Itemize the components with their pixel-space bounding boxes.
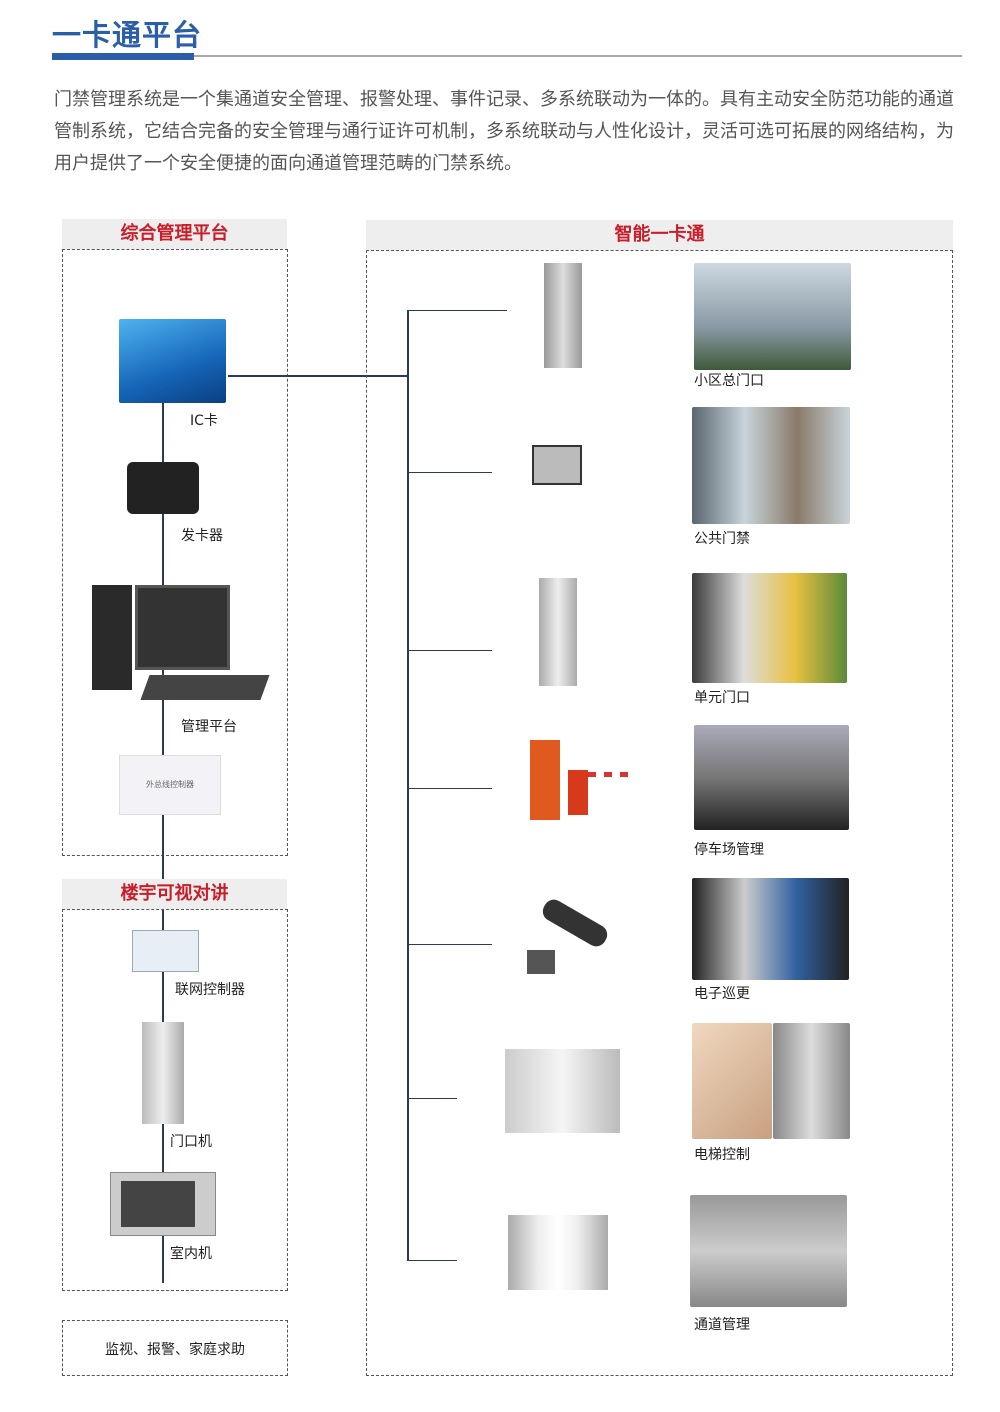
door-station-image: [142, 1022, 184, 1124]
elevator-hand-photo: [692, 1023, 772, 1139]
branch-line: [407, 944, 492, 945]
indoor-monitor-image: [110, 1172, 216, 1236]
elevator-panel-device: [505, 1049, 620, 1133]
bus-controller-image: 外总线控制器: [119, 755, 221, 815]
patrol-photo: [692, 878, 849, 980]
left-connector: [162, 403, 164, 1283]
branch-line: [407, 472, 492, 473]
parking-label: 停车场管理: [694, 842, 764, 858]
unit-door-label: 单元门口: [694, 690, 750, 706]
ic-card-image: [119, 319, 226, 403]
passage-photo: [690, 1195, 847, 1307]
gate-intercom-device: [544, 263, 582, 368]
page-title: 一卡通平台: [52, 18, 203, 52]
patrol-label: 电子巡更: [694, 986, 750, 1002]
barrier-gate-device: [568, 770, 588, 815]
branch-line: [407, 650, 492, 651]
ic-connector: [228, 375, 408, 377]
branch-line: [407, 1260, 457, 1261]
network-controller-image: [132, 930, 199, 972]
public-access-label: 公共门禁: [694, 531, 750, 547]
ic-card-label: IC卡: [190, 413, 218, 429]
parking-terminal-device: [530, 740, 560, 820]
platform-header: 综合管理平台: [62, 219, 287, 249]
bottom-box: [62, 1320, 288, 1376]
community-gate-photo: [694, 263, 851, 370]
smart-card-box: [366, 250, 953, 1376]
branch-line: [407, 1098, 457, 1099]
patrol-point-device: [527, 950, 555, 974]
intercom-box: [62, 909, 288, 1291]
elevator-label: 电梯控制: [694, 1147, 750, 1163]
intercom-header: 楼宇可视对讲: [62, 879, 287, 909]
title-underline: [52, 53, 194, 60]
door-station-label: 门口机: [170, 1134, 212, 1150]
community-gate-label: 小区总门口: [694, 373, 764, 389]
card-issuer-label: 发卡器: [181, 528, 223, 544]
card-issuer-image: [127, 462, 199, 514]
unit-door-photo: [692, 573, 847, 683]
network-controller-label: 联网控制器: [175, 982, 245, 998]
pc-tower-image: [92, 585, 132, 690]
keyboard-image: [140, 675, 270, 700]
monitor-image: [135, 585, 230, 670]
platform-box: [62, 249, 288, 856]
card-reader-device: [532, 445, 582, 485]
trunk-line: [407, 310, 409, 1261]
barrier-arm: [588, 772, 630, 777]
management-platform-label: 管理平台: [181, 719, 237, 735]
indoor-monitor-label: 室内机: [170, 1246, 212, 1262]
divider: [194, 55, 962, 57]
branch-line: [407, 310, 507, 311]
unit-door-station-device: [539, 578, 577, 686]
public-access-photo: [692, 407, 850, 524]
intro-paragraph: 门禁管理系统是一个集通道安全管理、报警处理、事件记录、多系统联动为一体的。具有主…: [54, 89, 954, 174]
parking-photo: [694, 725, 849, 830]
smart-card-header: 智能一卡通: [366, 220, 953, 250]
monitor-alarm-label: 监视、报警、家庭求助: [105, 1342, 245, 1358]
elevator-photo: [773, 1023, 850, 1139]
passage-label: 通道管理: [694, 1317, 750, 1333]
turnstile-device: [508, 1215, 608, 1290]
branch-line: [407, 788, 492, 789]
